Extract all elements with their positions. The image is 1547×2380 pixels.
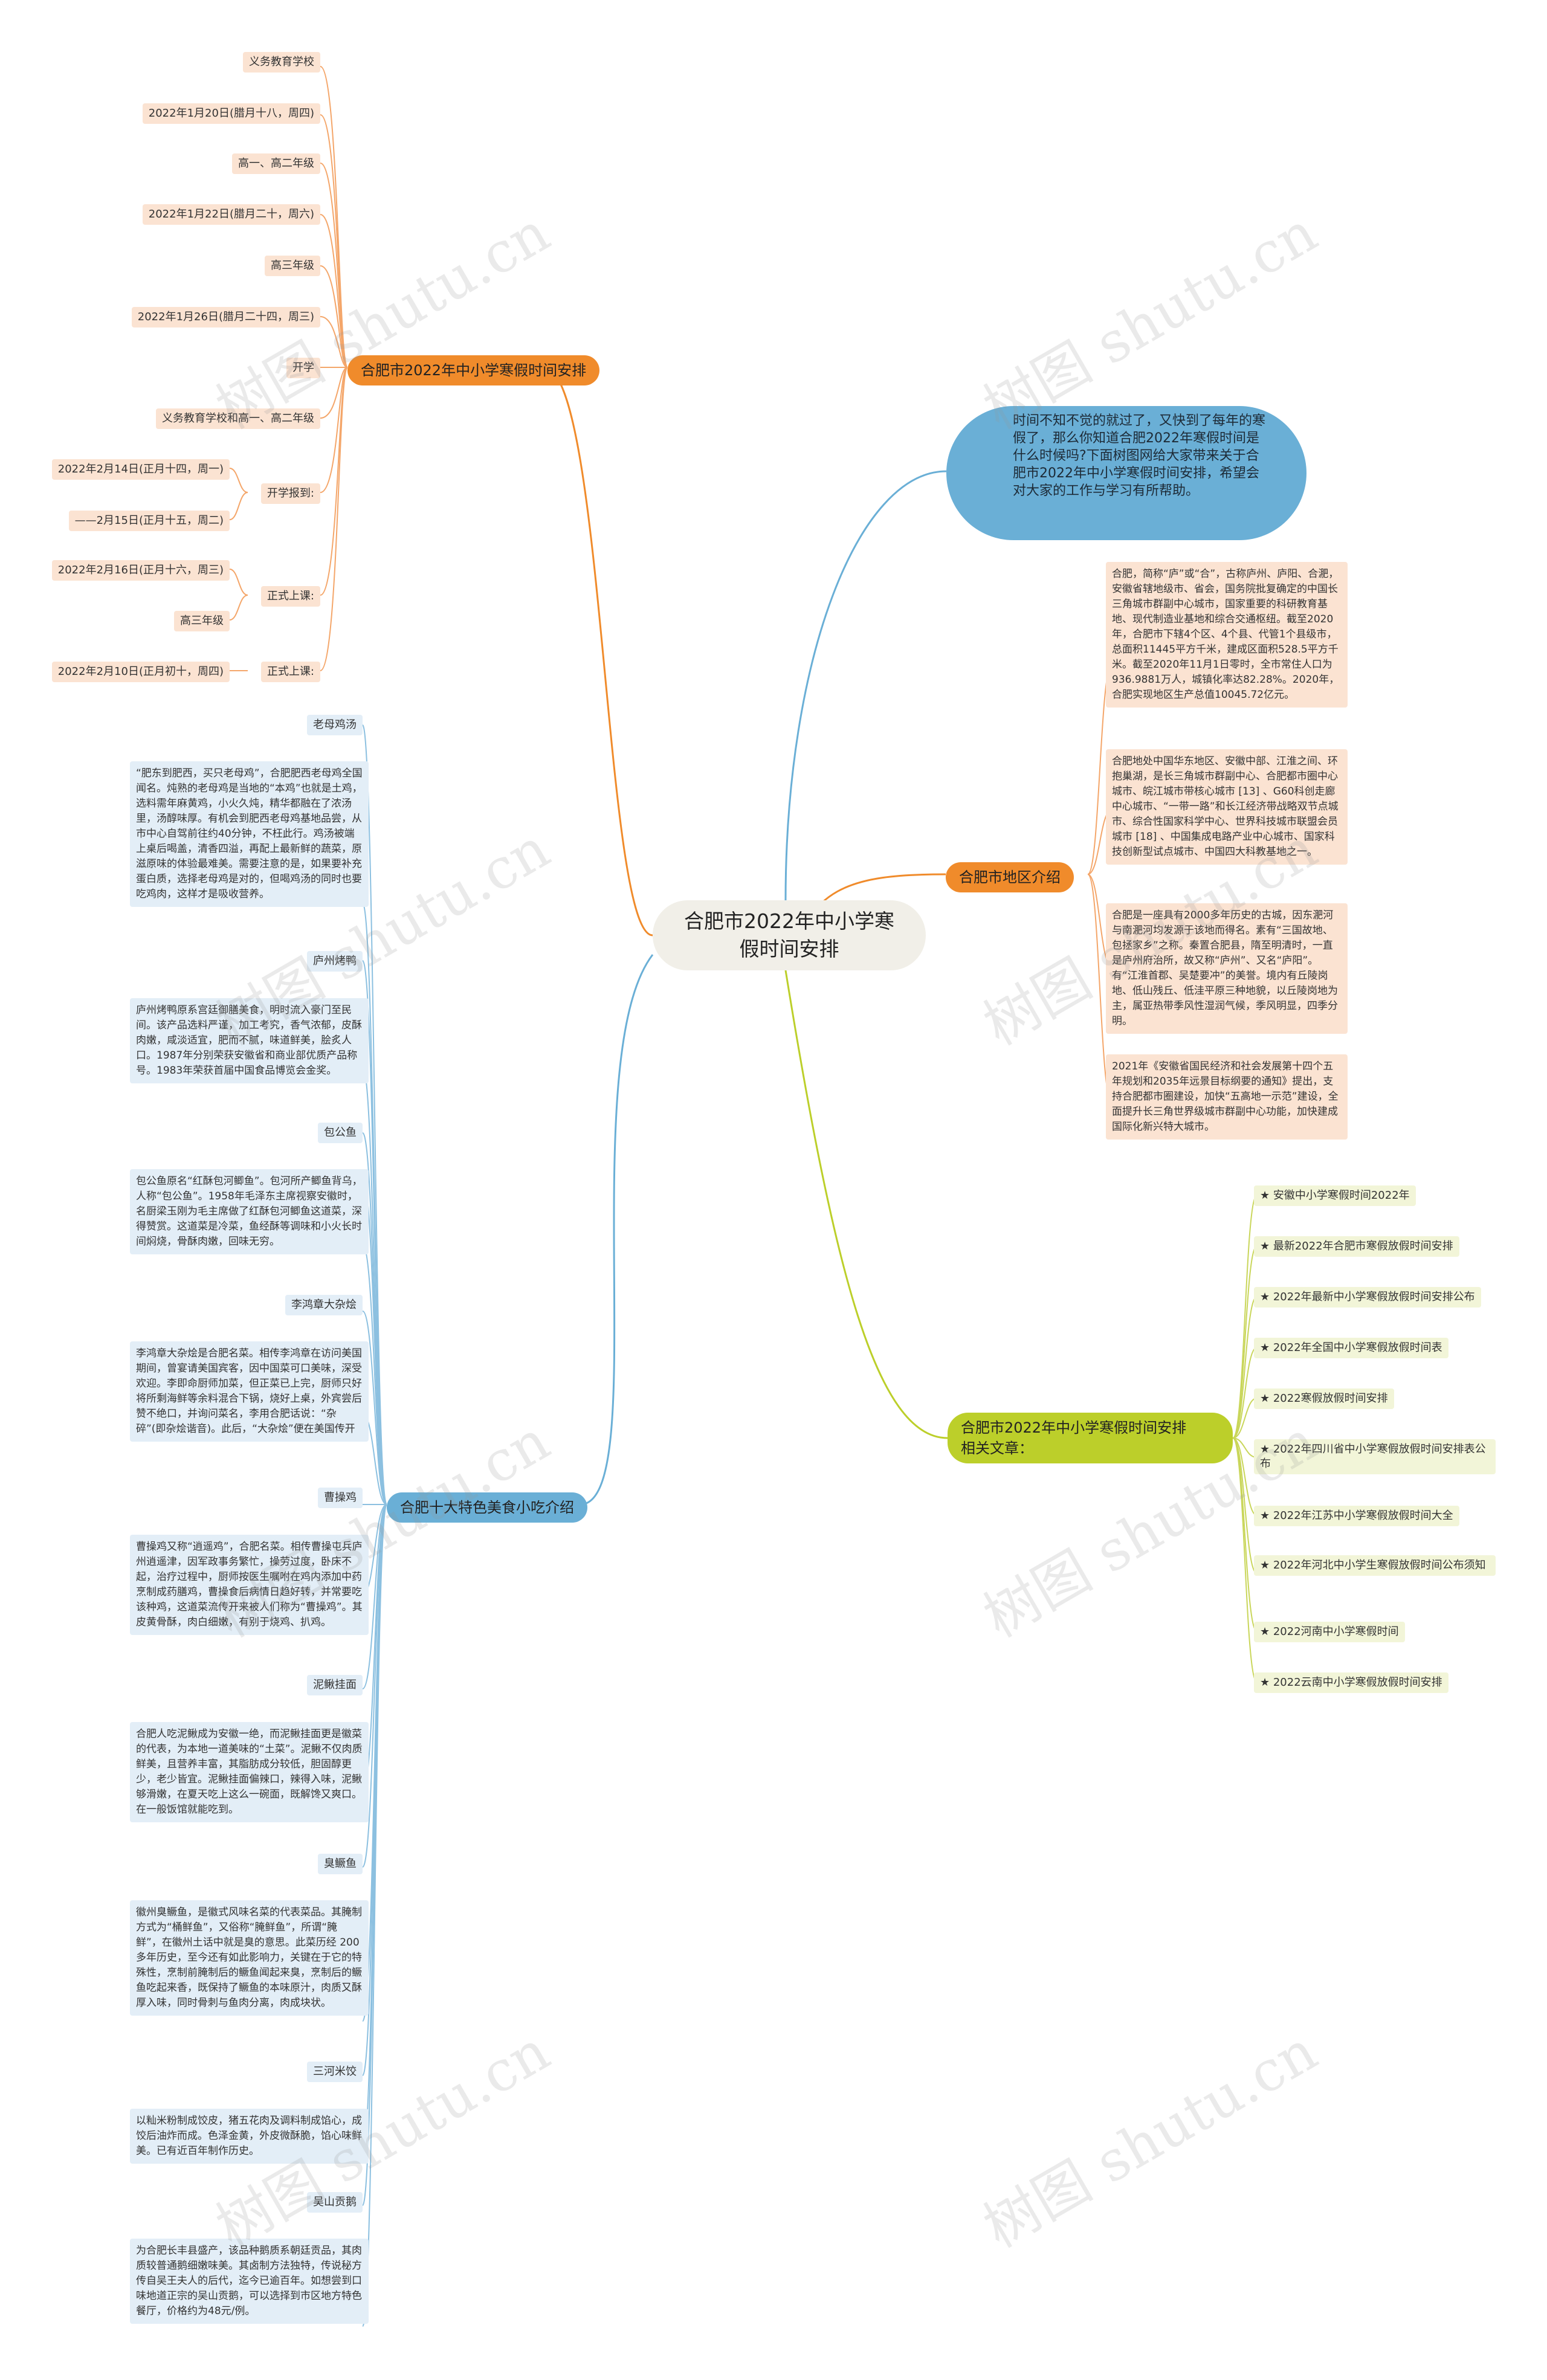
related-article-link[interactable]: ★ 2022河南中小学寒假时间 — [1254, 1622, 1405, 1642]
related-article-link[interactable]: ★ 安徽中小学寒假时间2022年 — [1254, 1185, 1416, 1206]
intro-node[interactable]: 时间不知不觉的就过了，又快到了每年的寒假了，那么你知道合肥2022年寒假时间是什… — [946, 406, 1306, 540]
schedule-item[interactable]: 义务教育学校和高一、高二年级 — [156, 408, 320, 429]
schedule-item[interactable]: 2022年1月26日(腊月二十四，周三) — [131, 307, 320, 327]
food-description: 徽州臭鳜鱼，是徽式风味名菜的代表菜品。其腌制方式为“桶鲜鱼”，又俗称“腌鲜鱼”，… — [130, 1900, 369, 2016]
food-name[interactable]: 老母鸡汤 — [307, 715, 363, 735]
branch-related-title: 合肥市2022年中小学寒假时间安排 — [961, 1419, 1187, 1436]
food-name[interactable]: 泥鳅挂面 — [307, 1675, 363, 1695]
related-article-link[interactable]: ★ 2022寒假放假时间安排 — [1254, 1388, 1394, 1409]
branch-related-subtitle: 相关文章： — [961, 1440, 1033, 1457]
food-description: 曹操鸡又称“逍遥鸡”，合肥名菜。相传曹操屯兵庐州逍遥津，因军政事务繁忙，操劳过度… — [130, 1535, 369, 1635]
schedule-item[interactable]: 2022年2月10日(正月初十，周四) — [51, 662, 230, 682]
related-article-link[interactable]: ★ 2022年四川省中小学寒假放假时间安排表公布 — [1254, 1439, 1496, 1474]
food-name[interactable]: 庐州烤鸭 — [307, 951, 363, 972]
schedule-item[interactable]: 高三年级 — [174, 611, 230, 631]
schedule-item[interactable]: ——2月15日(正月十五，周二) — [68, 511, 230, 531]
food-name[interactable]: 李鸿章大杂烩 — [285, 1295, 363, 1315]
schedule-item[interactable]: 高三年级 — [265, 256, 320, 276]
related-article-link[interactable]: ★ 2022云南中小学寒假放假时间安排 — [1254, 1672, 1448, 1693]
food-name[interactable]: 曹操鸡 — [318, 1488, 363, 1508]
food-name[interactable]: 臭鳜鱼 — [318, 1854, 363, 1874]
branch-schedule[interactable]: 合肥市2022年中小学寒假时间安排 — [347, 355, 600, 385]
food-description: “肥东到肥西，买只老母鸡”，合肥肥西老母鸡全国闻名。炖熟的老母鸡是当地的“本鸡”… — [130, 761, 369, 907]
schedule-item[interactable]: 2022年1月20日(腊月十八，周四) — [142, 103, 320, 124]
food-name[interactable]: 吴山贡鹅 — [307, 2192, 363, 2213]
branch-region[interactable]: 合肥市地区介绍 — [946, 862, 1074, 892]
food-name[interactable]: 三河米饺 — [307, 2062, 363, 2082]
region-paragraph: 合肥是一座具有2000多年历史的古城，因东淝河与南淝河均发源于该地而得名。素有“… — [1106, 903, 1348, 1034]
branch-schedule-title: 合肥市2022年中小学寒假时间安排 — [361, 362, 587, 379]
schedule-item[interactable]: 高一、高二年级 — [232, 153, 320, 174]
schedule-item[interactable]: 正式上课: — [260, 586, 320, 607]
related-article-link[interactable]: ★ 2022年最新中小学寒假放假时间安排公布 — [1254, 1287, 1481, 1308]
food-description: 李鸿章大杂烩是合肥名菜。相传李鸿章在访问美国期间，曾宴请美国宾客，因中国菜可口美… — [130, 1341, 369, 1442]
branch-food[interactable]: 合肥十大特色美食小吃介绍 — [387, 1492, 587, 1523]
region-paragraph: 合肥地处中国华东地区、安徽中部、江淮之间、环抱巢湖，是长三角城市群副中心、合肥都… — [1106, 749, 1348, 865]
food-name[interactable]: 包公鱼 — [318, 1123, 363, 1143]
food-description: 以籼米粉制成饺皮，猪五花肉及调料制成馅心，成饺后油炸而成。色泽金黄，外皮微酥脆，… — [130, 2109, 369, 2164]
branch-food-title: 合肥十大特色美食小吃介绍 — [400, 1499, 574, 1516]
related-article-link[interactable]: ★ 最新2022年合肥市寒假放假时间安排 — [1254, 1236, 1459, 1257]
food-description: 庐州烤鸭原系宫廷御膳美食，明时流入豪门至民间。该产品选料严谨，加工考究，香气浓郁… — [130, 998, 369, 1083]
branch-related[interactable]: 合肥市2022年中小学寒假时间安排 相关文章： — [948, 1413, 1233, 1463]
root-title: 合肥市2022年中小学寒假时间安排 — [684, 909, 894, 961]
root-topic[interactable]: 合肥市2022年中小学寒假时间安排 — [653, 900, 926, 970]
related-article-link[interactable]: ★ 2022年河北中小学生寒假放假时间公布须知 — [1254, 1555, 1496, 1576]
region-paragraph: 2021年《安徽省国民经济和社会发展第十四个五年规划和2035年远景目标纲要的通… — [1106, 1054, 1348, 1140]
intro-text: 时间不知不觉的就过了，又快到了每年的寒假了，那么你知道合肥2022年寒假时间是什… — [1013, 413, 1266, 498]
food-description: 包公鱼原名“红酥包河鲫鱼”。包河所产鲫鱼背乌，人称“包公鱼”。1958年毛泽东主… — [130, 1169, 369, 1254]
schedule-item[interactable]: 正式上课: — [260, 662, 320, 682]
food-description: 为合肥长丰县盛产，该品种鹅质系朝廷贡品，其肉质较普通鹅细嫩味美。其卤制方法独特，… — [130, 2239, 369, 2324]
branch-region-title: 合肥市地区介绍 — [959, 869, 1061, 886]
food-description: 合肥人吃泥鳅成为安徽一绝，而泥鳅挂面更是徽菜的代表，为本地一道美味的“土菜”。泥… — [130, 1722, 369, 1822]
schedule-item[interactable]: 开学报到: — [260, 483, 320, 504]
schedule-item[interactable]: 2022年1月22日(腊月二十，周六) — [142, 204, 320, 225]
related-article-link[interactable]: ★ 2022年全国中小学寒假放假时间表 — [1254, 1338, 1448, 1358]
schedule-item[interactable]: 2022年2月16日(正月十六，周三) — [51, 560, 230, 581]
schedule-item[interactable]: 义务教育学校 — [243, 52, 320, 73]
related-article-link[interactable]: ★ 2022年江苏中小学寒假放假时间大全 — [1254, 1506, 1459, 1526]
schedule-item[interactable]: 开学 — [286, 358, 320, 378]
schedule-item[interactable]: 2022年2月14日(正月十四，周一) — [51, 459, 230, 480]
region-paragraph: 合肥，简称“庐”或“合”，古称庐州、庐阳、合淝，安徽省辖地级市、省会，国务院批复… — [1106, 562, 1348, 708]
